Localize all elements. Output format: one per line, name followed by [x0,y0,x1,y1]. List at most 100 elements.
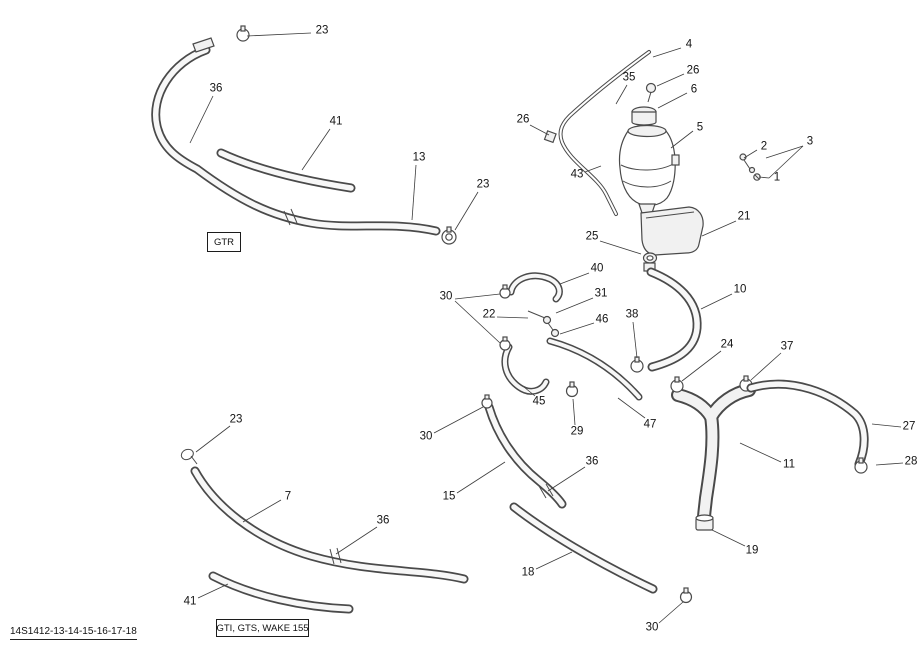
leader-line [523,386,536,397]
callout-27: 27 [902,420,916,433]
leader-line [617,397,646,419]
leader-line [559,272,590,285]
leader-line [559,322,595,335]
leader-line [456,461,506,494]
callout-18: 18 [521,566,535,579]
callout-24: 24 [720,338,734,351]
callout-37: 37 [780,340,794,353]
variant-label-gti-gts-wake: GTI, GTS, WAKE 155 [216,619,309,637]
leader-line [242,499,282,523]
callout-47: 47 [643,418,657,431]
callout-23: 23 [476,178,490,191]
callout-28: 28 [904,455,918,468]
callout-1: 1 [773,171,781,184]
hose-clamp-30-bottom-left [481,394,493,409]
callout-13: 13 [412,151,426,164]
callout-38: 38 [625,308,639,321]
leader-line [496,316,529,319]
callout-30: 30 [645,621,659,634]
callout-15: 15 [442,490,456,503]
callout-11: 11 [783,458,795,471]
callout-10: 10 [733,283,747,296]
hose-47 [546,337,643,401]
hose-clamp-38 [630,356,644,373]
hose-18 [509,502,658,594]
leader-line [765,145,804,159]
hose-clamp-24 [670,376,684,393]
leader-line [246,32,312,37]
grommet-25 [642,252,658,264]
leader-line [555,297,594,314]
leader-line [750,352,782,381]
callout-23: 23 [315,24,329,37]
leader-line [656,73,685,87]
hose-27 [746,379,869,469]
callout-45: 45 [532,395,546,408]
reservoir-cap-6 [631,106,657,126]
hose-10 [643,262,702,372]
leader-line [700,293,733,310]
leader-line [701,220,737,237]
leader-line [529,124,550,136]
callout-21: 21 [737,210,751,223]
leader-line [454,191,479,231]
leader-line [572,398,576,426]
drawing-number: 14S1412-13-14-15-16-17-18 [10,626,137,640]
leader-line [535,551,573,570]
leader-line [657,92,688,109]
gtr-hose-41 [216,148,356,193]
hose-15 [484,402,567,509]
leader-line [739,442,782,463]
overflow-hose-4-43 [558,50,651,216]
callout-7: 7 [284,490,292,503]
hose-end-fitting [192,37,215,53]
variant-label-gtr: GTR [207,232,241,252]
callout-5: 5 [696,121,704,134]
hose-clamp-23-top [236,25,250,42]
callout-41: 41 [183,595,197,608]
leader-line [189,95,214,144]
fasteners-1-2-3 [739,153,761,181]
callout-29: 29 [570,425,584,438]
callout-23: 23 [229,413,243,426]
callout-31: 31 [594,287,608,300]
leader-line [584,165,602,173]
hose-clip-26-left [543,130,557,144]
callout-36: 36 [209,82,223,95]
leader-line [632,321,638,359]
hose-clamp-28 [854,457,868,474]
leader-line [711,529,746,547]
leader-line [871,423,902,428]
callout-36: 36 [585,455,599,468]
leader-line [758,176,770,179]
leader-line [658,601,684,624]
hose-45 [501,343,550,395]
y-pipe-11 [671,383,756,525]
callout-19: 19 [745,544,759,557]
callout-30: 30 [419,430,433,443]
leader-line [195,425,231,453]
tee-fitting-22-31-46 [527,310,560,338]
leader-line [197,583,229,599]
callout-6: 6 [690,83,698,96]
callout-26: 26 [516,113,530,126]
outlet-fitting-19 [695,514,714,531]
hose-clamp-29 [565,381,579,398]
support-bracket-21 [640,206,704,256]
leader-line [652,47,682,58]
leader-line [433,406,484,434]
leader-lines-layer [189,32,904,624]
leader-line [875,462,904,466]
hose-clamp-30-bottom-right [679,587,693,604]
leader-line [743,149,758,159]
hose-clip-23-bottom [180,448,198,465]
callout-4: 4 [685,38,693,51]
callout-35: 35 [622,71,636,84]
leader-line [335,526,378,555]
leader-line [615,84,628,105]
callout-25: 25 [585,230,599,243]
filler-fitting-26-right [645,82,657,103]
callout-43: 43 [570,168,584,181]
leader-line [411,164,417,221]
reservoir-tank-5 [618,124,680,214]
